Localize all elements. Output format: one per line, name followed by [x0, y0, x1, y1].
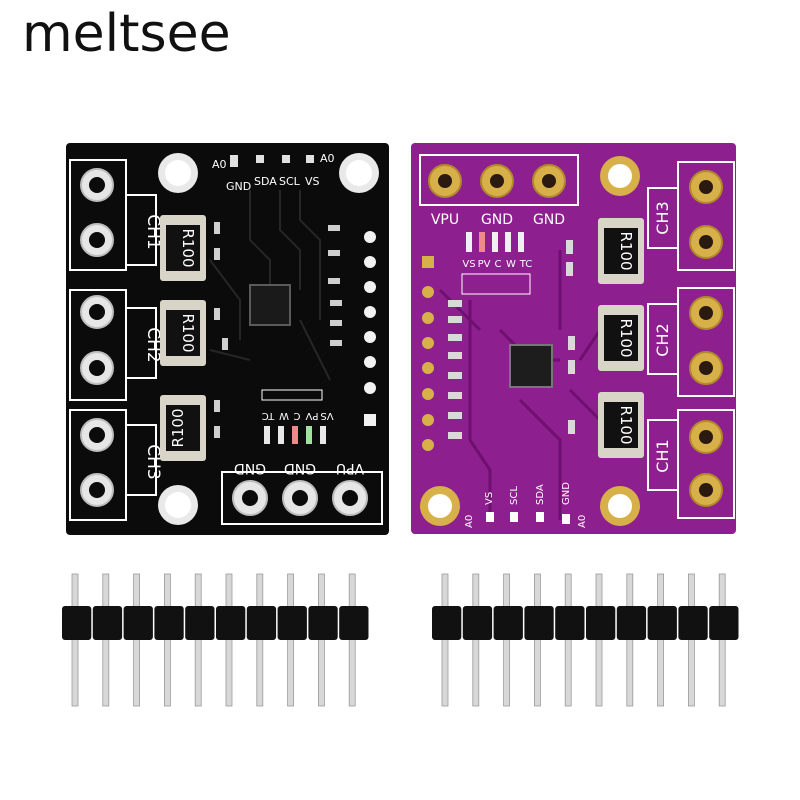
purple-label-ch1: CH1: [653, 439, 672, 472]
purple-power-gnd-2: GND: [533, 212, 565, 228]
header-body-segment: [678, 606, 708, 640]
black-pad-a0-left: A0: [212, 158, 227, 171]
purple-channel-terminals: CH3 CH2 CH1: [647, 161, 735, 519]
header-pin-strips: [62, 573, 739, 707]
header-body-segment: [432, 606, 462, 640]
header-body-segment: [709, 606, 739, 640]
purple-label-ch3: CH3: [653, 201, 672, 234]
header-body-segment: [647, 606, 677, 640]
header-strip-left: [62, 573, 369, 707]
header-body-segment: [62, 606, 92, 640]
black-shunt-resistors: R100 R100 R100: [160, 215, 206, 461]
black-channel-terminals: CH1 CH2 CH3: [69, 159, 163, 521]
header-body-segment: [92, 606, 123, 640]
black-pcb-board: CH1 CH2 CH3 R100 R100 R100: [66, 143, 389, 535]
black-label-ch3: CH3: [143, 444, 163, 479]
purple-led-w: W: [506, 259, 516, 270]
header-body-segment: [277, 606, 307, 640]
black-resistor-1: R100: [179, 228, 197, 267]
purple-power-gnd-1: GND: [481, 212, 513, 228]
purple-pcb-board: VPU GND GND VS PV C W TC: [411, 143, 736, 534]
header-body-segment: [339, 606, 369, 640]
header-body-segment: [185, 606, 215, 640]
header-body-segment: [493, 606, 523, 640]
header-body-segment: [308, 606, 338, 640]
black-resistor-2: R100: [179, 313, 197, 352]
purple-side-pads: [422, 256, 434, 451]
purple-pad-scl: SCL: [509, 486, 520, 505]
black-pad-sda: SDA: [254, 175, 277, 188]
purple-led-c: C: [495, 259, 502, 270]
purple-shunt-resistors: R100 R100 R100: [598, 218, 644, 458]
purple-power-header: VPU GND GND: [419, 154, 579, 228]
black-label-ch1: CH1: [143, 214, 163, 249]
black-led-c: C: [293, 410, 300, 421]
purple-resistor-1: R100: [617, 231, 635, 270]
header-body-segment: [123, 606, 153, 640]
purple-power-vpu: VPU: [431, 212, 459, 228]
black-side-pads: [364, 231, 376, 426]
header-body-segment: [616, 606, 647, 640]
black-power-vpu: VPU: [336, 460, 364, 476]
black-led-w: W: [279, 410, 289, 421]
header-body-segment: [246, 606, 277, 640]
black-label-ch2: CH2: [143, 327, 163, 362]
black-power-header: GND GND VPU: [221, 460, 383, 525]
header-body-segment: [555, 606, 585, 640]
black-led-pv: PV: [305, 410, 318, 421]
header-body-segment: [216, 606, 246, 640]
purple-pad-gnd: GND: [561, 482, 572, 505]
brand-logo-text: meltsee: [22, 4, 231, 64]
purple-led-tc: TC: [519, 259, 533, 270]
purple-label-ch2: CH2: [653, 323, 672, 356]
header-body-segment: [524, 606, 554, 640]
purple-resistor-3: R100: [617, 405, 635, 444]
header-body-segment: [586, 606, 616, 640]
black-pad-gnd: GND: [226, 180, 251, 193]
purple-pad-vs: VS: [484, 492, 495, 505]
purple-pad-a0-right: A0: [577, 515, 588, 528]
black-pad-a0-right: A0: [320, 152, 335, 165]
purple-status-leds: VS PV C W TC: [461, 232, 533, 295]
header-body-segment: [462, 606, 493, 640]
black-status-leds: TC W C PV VS: [261, 389, 334, 444]
purple-led-vs: VS: [462, 259, 475, 270]
purple-pad-a0-left: A0: [464, 515, 475, 528]
purple-led-pv: PV: [478, 259, 491, 270]
black-resistor-3: R100: [169, 408, 187, 447]
black-ic-chip: [249, 284, 291, 326]
purple-resistor-2: R100: [617, 318, 635, 357]
header-strip-right: [432, 573, 739, 707]
black-pad-vs: VS: [305, 175, 320, 188]
black-power-gnd-2: GND: [284, 460, 316, 476]
purple-pad-sda: SDA: [535, 484, 546, 505]
purple-ic-chip: [509, 344, 553, 388]
header-body-segment: [154, 606, 184, 640]
black-pad-scl: SCL: [279, 175, 301, 188]
black-led-vs: VS: [320, 410, 333, 421]
black-led-tc: TC: [262, 410, 276, 421]
black-power-gnd-1: GND: [234, 460, 266, 476]
